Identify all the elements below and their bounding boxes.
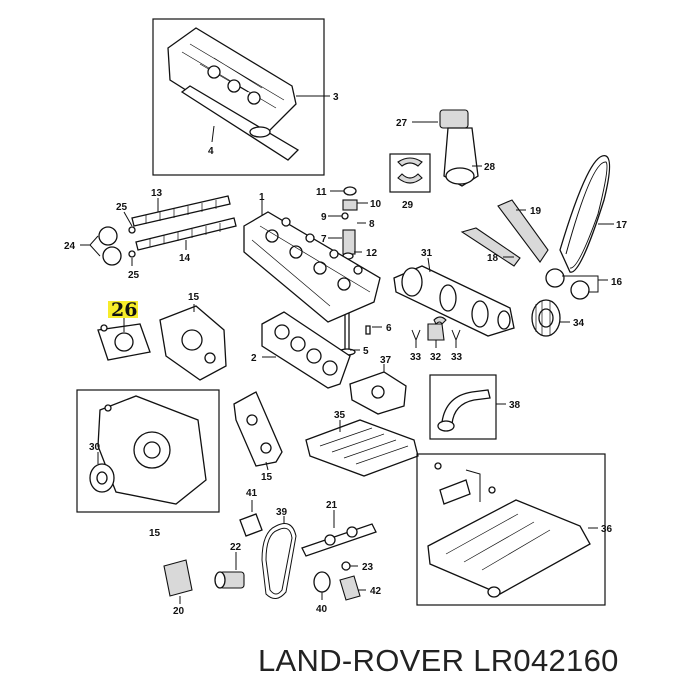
callout-11: 11 [316,187,327,198]
callout-4: 4 [208,146,214,157]
oil-pump-part [349,371,407,415]
pickup-tube-part [437,389,491,432]
callout-31: 31 [421,248,433,259]
timing-chain-part [460,155,611,300]
callout-23: 23 [362,562,374,573]
piston-rod-part [439,109,479,187]
drive-belt-part [261,523,297,599]
callout-3: 3 [333,92,339,103]
callout-32: 32 [430,352,442,363]
callout-13: 13 [151,188,163,199]
callout-40: 40 [316,604,328,615]
callout-29: 29 [402,200,414,211]
sprocket-part-40 [313,571,331,593]
callout-1: 1 [259,192,265,203]
callout-7: 7 [321,234,327,245]
highlighted-part-26 [97,323,151,361]
callout-6: 6 [386,323,392,334]
guide-part-20 [163,559,193,597]
callout-39: 39 [276,507,288,518]
callout-18: 18 [487,253,499,264]
callout-10: 10 [370,199,382,210]
callout-17: 17 [616,220,628,231]
callout-24: 24 [64,241,76,252]
callout-22: 22 [230,542,242,553]
timing-cover-small-part [159,305,227,381]
bracket-part-42 [339,575,361,601]
callout-42: 42 [370,586,382,597]
callout-14: 14 [179,253,191,264]
callout-35: 35 [334,410,346,421]
brand-name: LAND-ROVER [258,643,465,678]
callout-15b: 15 [149,528,161,539]
part-number: LR042160 [473,643,619,678]
front-cover-part [97,395,207,505]
footer-part-reference: LAND-ROVER LR042160 [258,643,694,679]
callout-9: 9 [321,212,327,223]
callout-33b: 33 [451,352,463,363]
sprocket-part-23 [341,561,351,571]
callout-15c: 15 [261,472,273,483]
callout-5: 5 [363,346,369,357]
callout-37: 37 [380,355,392,366]
callout-20: 20 [173,606,185,617]
balance-shaft-part [301,523,377,557]
callout-27: 27 [396,118,408,129]
callout-16: 16 [611,277,623,288]
callout-21: 21 [326,500,338,511]
callout-19: 19 [530,206,542,217]
callout-28: 28 [484,162,496,173]
callout-2: 2 [251,353,257,364]
tensioner-part-41 [239,513,263,537]
crank-seal-part [89,463,115,493]
callout-8: 8 [369,219,375,230]
idler-part-22 [214,571,245,589]
callout-36: 36 [601,524,613,535]
side-cover-part [233,391,283,467]
cylinder-head-part [243,211,381,323]
pickup-tube-frame [429,374,497,440]
valve-cover-frame [152,18,325,176]
callout-41: 41 [246,488,258,499]
crankshaft-part [393,265,515,337]
oil-pan-part [427,462,591,598]
callout-25b: 25 [128,270,140,281]
bearing-frame [389,153,431,193]
callout-33: 33 [410,352,422,363]
callout-12: 12 [366,248,378,259]
callout-30: 30 [89,442,101,453]
callout-15: 15 [188,292,200,303]
windage-tray-part [305,419,419,477]
head-gasket-part [261,311,351,389]
thrust-washer-parts [411,316,461,342]
callout-25: 25 [116,202,128,213]
callout-26-highlighted: 26 [111,299,137,321]
valve-cover-part [167,27,300,161]
callout-38: 38 [509,400,521,411]
callout-34: 34 [573,318,585,329]
highlight-mark [108,301,138,318]
oil-pan-frame [416,453,606,606]
camshaft-part [98,195,237,266]
crank-pulley-part [531,299,561,337]
front-cover-frame [76,389,220,513]
